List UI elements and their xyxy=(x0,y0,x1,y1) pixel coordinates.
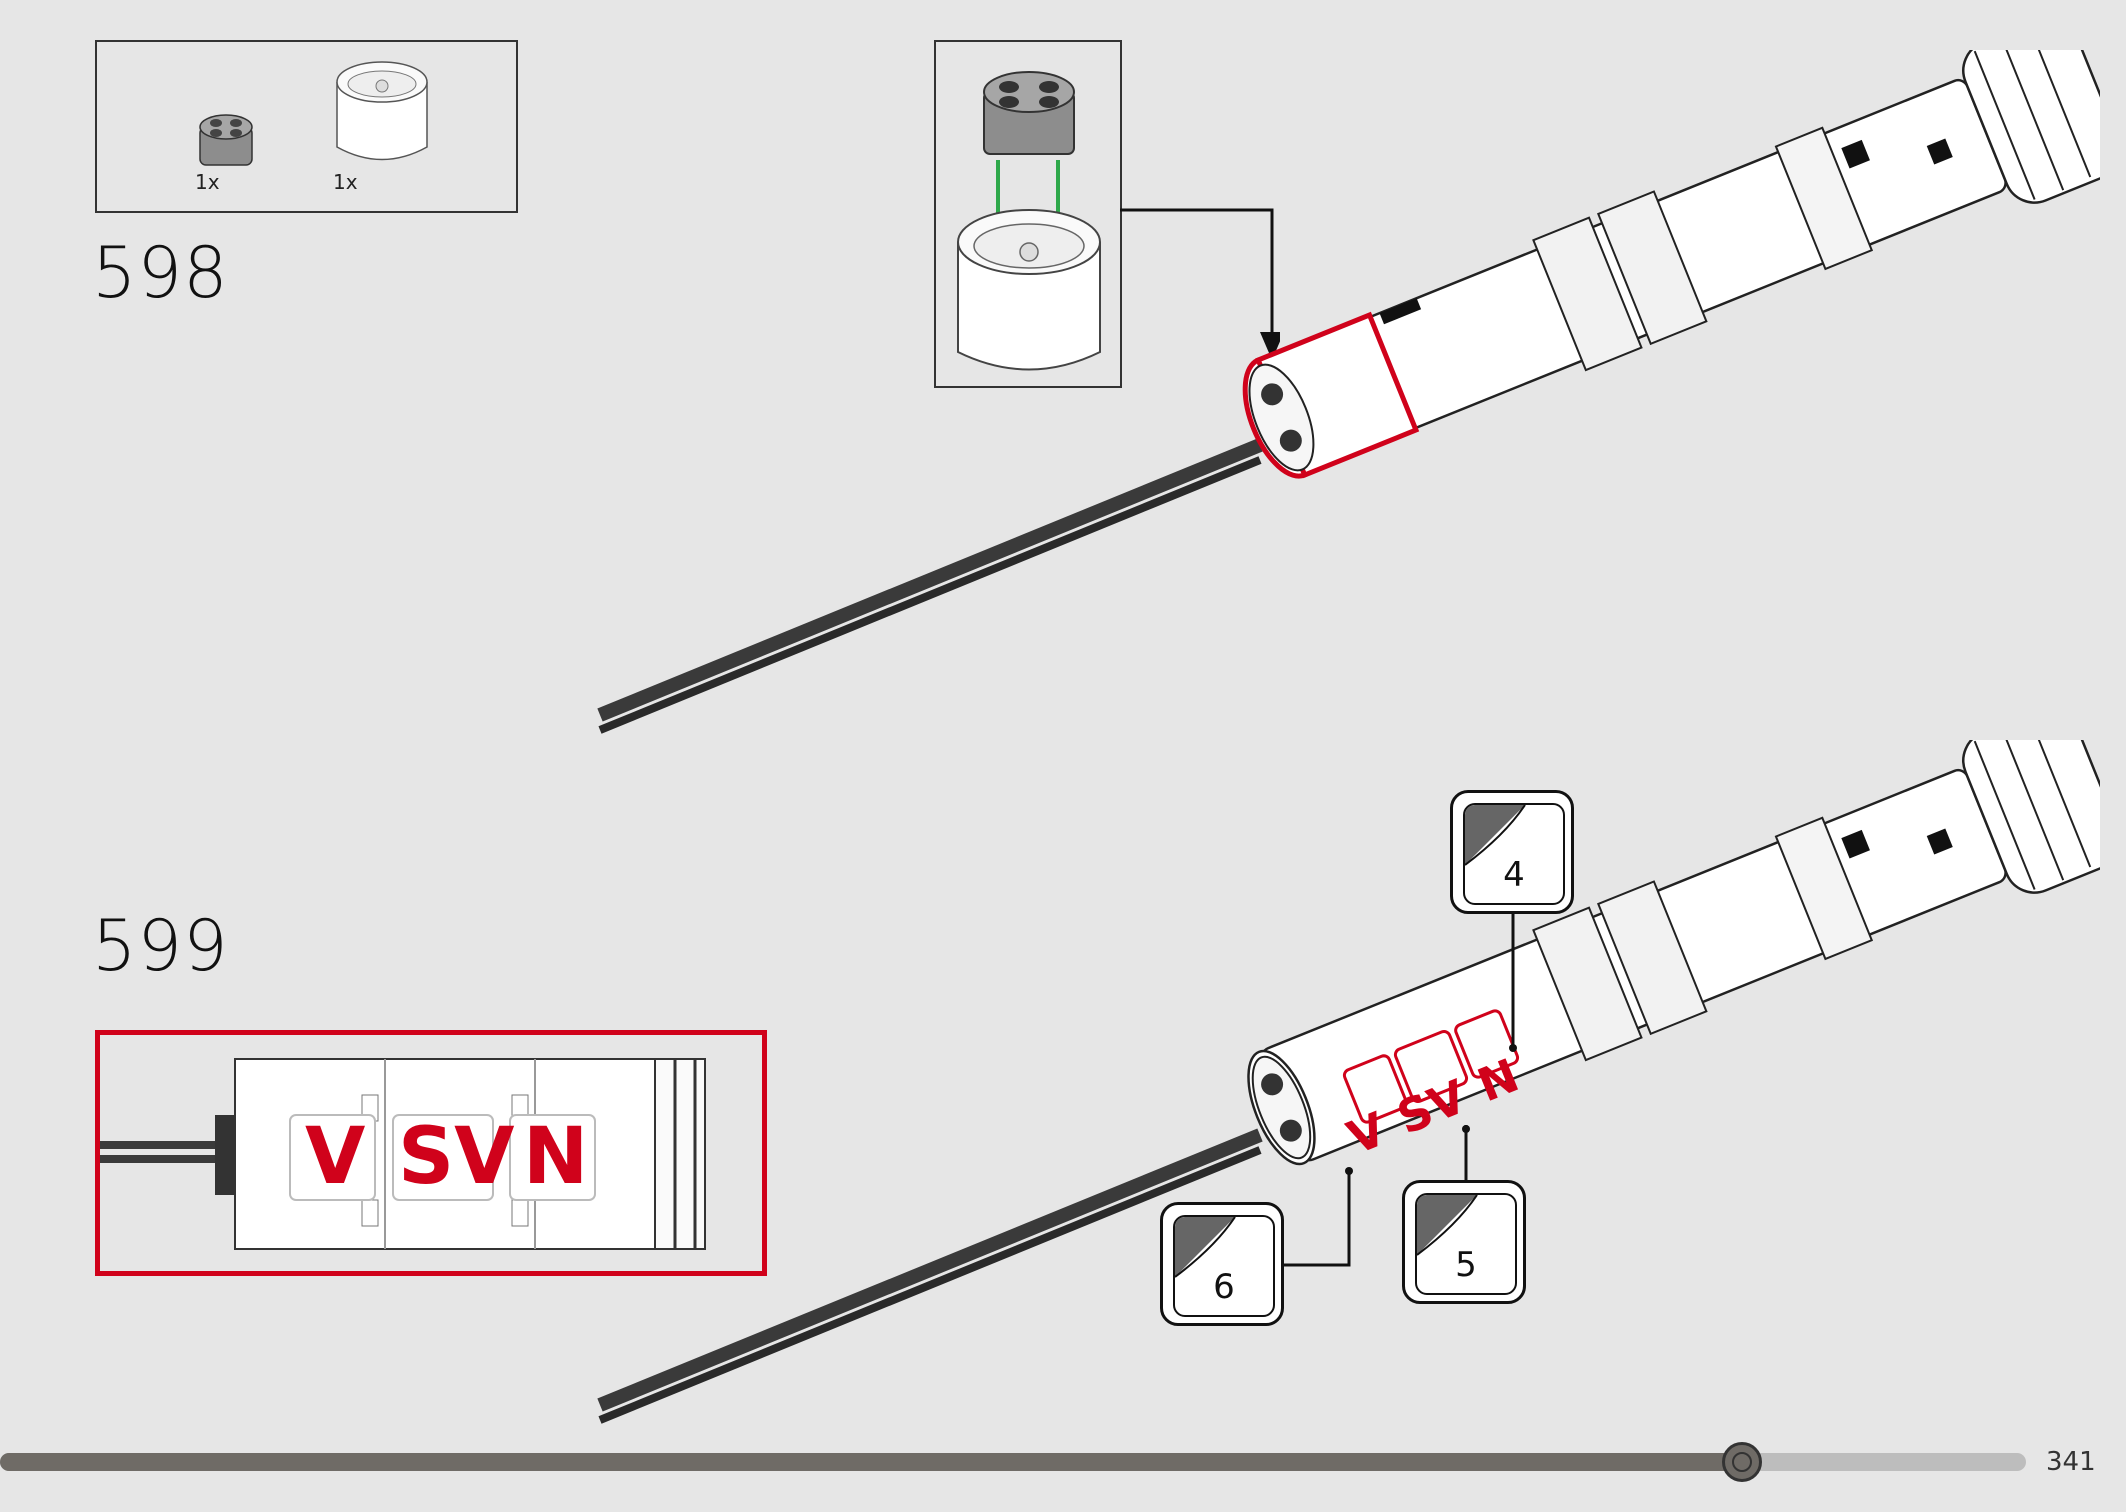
round-brick-white-part xyxy=(336,61,428,161)
sticker-peel-icon: 5 xyxy=(1415,1193,1517,1295)
sticker-callout-4: 4 xyxy=(1450,790,1574,914)
sticker-callout-6: 6 xyxy=(1160,1202,1284,1326)
decal-detail-illustration xyxy=(100,1058,706,1250)
lightsaber-model-step-598 xyxy=(597,50,2100,734)
decal-detail-box: V SV N xyxy=(95,1030,767,1276)
sticker-6-leader xyxy=(1284,1167,1353,1267)
sticker-callout-5: 5 xyxy=(1402,1180,1526,1304)
parts-list: 1x 1x xyxy=(95,40,518,213)
callout-assembly-illustration xyxy=(957,71,1101,371)
sticker-4-leader xyxy=(1509,914,1517,1052)
progress-fill xyxy=(0,1453,1742,1471)
round-brick-gray-part xyxy=(199,114,253,166)
sticker-number-5: 5 xyxy=(1455,1245,1477,1285)
decal-n: N xyxy=(523,1112,589,1202)
part-qty-white: 1x xyxy=(333,170,358,194)
decal-sv: SV xyxy=(398,1112,515,1202)
callout-box xyxy=(934,40,1122,388)
progress-knob xyxy=(1722,1442,1762,1482)
step-number-598: 598 xyxy=(92,232,229,314)
progress-track xyxy=(0,1453,2026,1471)
sticker-peel-icon: 6 xyxy=(1173,1215,1275,1317)
step-number-599: 599 xyxy=(92,905,229,987)
lightsaber-model-step-599 xyxy=(597,740,2100,1424)
sticker-number-4: 4 xyxy=(1503,855,1525,895)
decal-v: V xyxy=(305,1112,366,1202)
sticker-peel-icon: 4 xyxy=(1463,803,1565,905)
sticker-5-leader xyxy=(1462,1125,1470,1183)
part-qty-gray: 1x xyxy=(195,170,220,194)
page-number: 341 xyxy=(2046,1447,2096,1477)
sticker-number-6: 6 xyxy=(1213,1267,1235,1307)
